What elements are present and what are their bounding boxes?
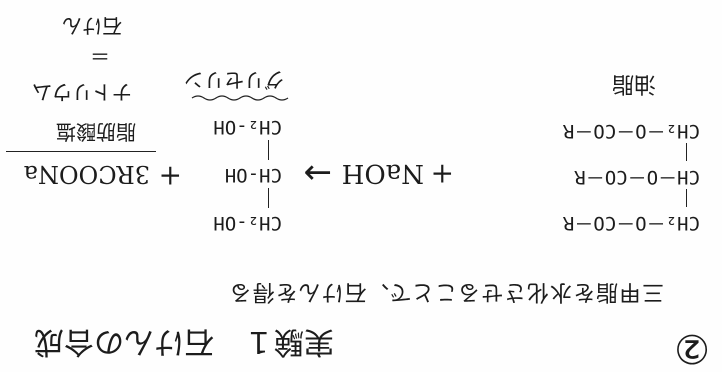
product-label-soap: 石けん	[62, 14, 122, 38]
product-soap: 3RCOONa	[23, 160, 150, 188]
product-label-fatty-acid-salt: 脂肪酸塩	[56, 120, 136, 144]
product-underline	[6, 151, 156, 152]
equals-sign: ＝	[90, 44, 110, 68]
product-label-sodium: ナトリウム	[32, 80, 132, 104]
plus-sign-2: +	[158, 160, 182, 193]
